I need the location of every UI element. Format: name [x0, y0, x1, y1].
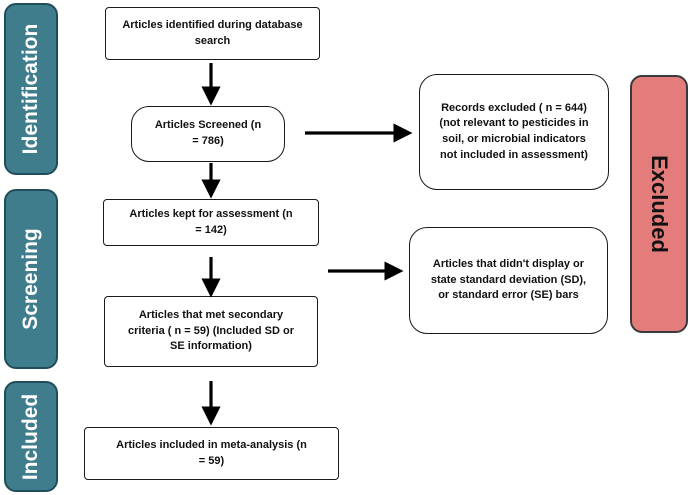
box-articles-identified: Articles identified during database sear…: [105, 7, 320, 60]
phase-identification: Identification: [4, 3, 58, 175]
box-articles-kept-text: Articles kept for assessment (n = 142): [129, 207, 293, 236]
box-articles-screened: Articles Screened (n = 786): [131, 106, 285, 162]
box-articles-identified-text: Articles identified during database sear…: [122, 18, 303, 47]
box-articles-kept: Articles kept for assessment (n = 142): [103, 199, 319, 246]
box-articles-included: Articles included in meta-analysis (n = …: [84, 427, 339, 480]
box-no-sd-se-text: Articles that didn't display or state st…: [430, 258, 587, 302]
phase-screening: Screening: [4, 189, 58, 369]
phase-included: Included: [4, 381, 58, 492]
box-articles-screened-text: Articles Screened (n = 786): [154, 119, 262, 147]
box-articles-included-text: Articles included in meta-analysis (n = …: [116, 438, 307, 467]
box-records-excluded: Records excluded ( n = 644) (not relevan…: [419, 74, 609, 190]
box-records-excluded-text: Records excluded ( n = 644) (not relevan…: [439, 101, 589, 161]
excluded-bar: Excluded: [630, 75, 688, 333]
box-no-sd-se: Articles that didn't display or state st…: [409, 227, 608, 334]
box-secondary-criteria-text: Articles that met secondary criteria ( n…: [128, 309, 294, 353]
box-secondary-criteria: Articles that met secondary criteria ( n…: [104, 296, 318, 367]
